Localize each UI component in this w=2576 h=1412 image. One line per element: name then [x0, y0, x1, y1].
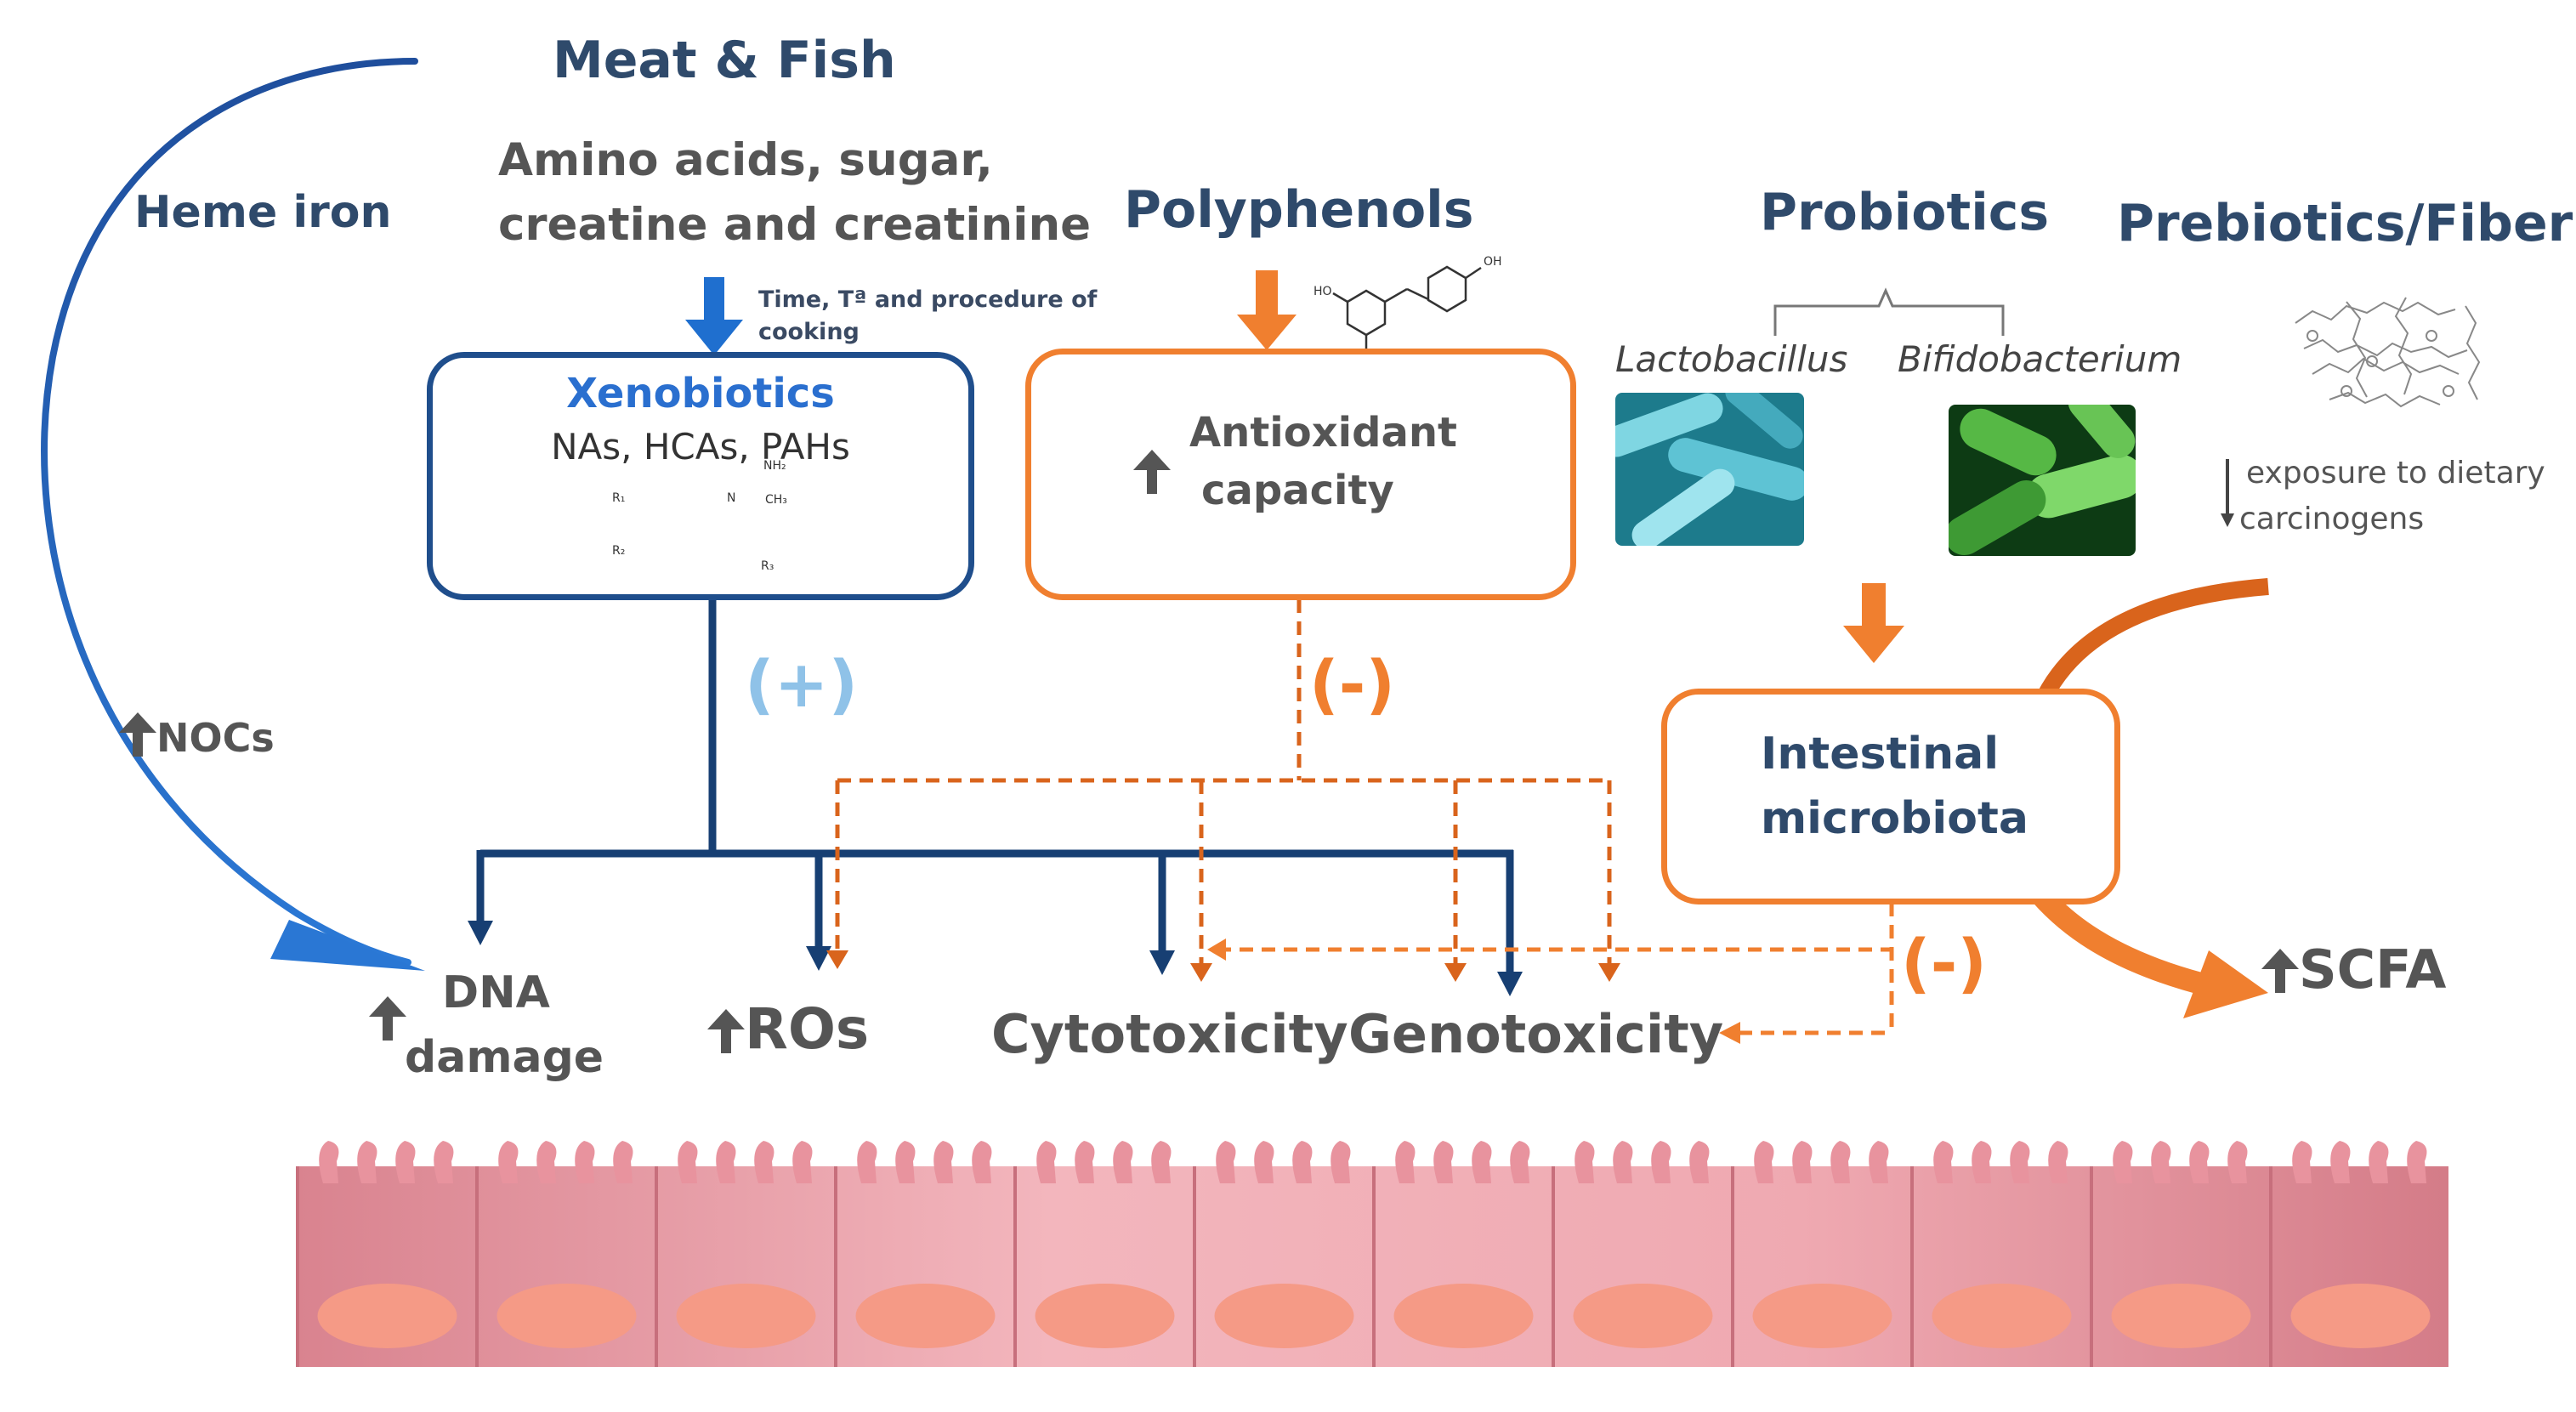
epithelial-cell: [834, 1141, 996, 1367]
epithelial-cell: [475, 1141, 637, 1367]
amino-acids-line-2: creatine and creatinine: [498, 199, 1092, 251]
microbiota-line-2: microbiota: [1761, 793, 2028, 844]
xenobiotics-arrowheads: [468, 921, 1523, 996]
epithelial-cell: [296, 1141, 457, 1367]
epithelial-cell: [1193, 1141, 1354, 1367]
chem-label-oh: OH: [1484, 255, 1502, 269]
microbiota-effect-lines: [1217, 903, 1894, 1035]
cooking-note-line-1: Time, Tª and procedure of: [758, 286, 1098, 313]
genotoxicity-label: Genotoxicity: [1348, 1003, 1724, 1065]
ros-label: ROs: [707, 996, 869, 1062]
probiotics-brace: [1773, 287, 2005, 336]
chem-label-nh2: NH₂: [763, 459, 786, 473]
epithelial-cell: [1910, 1141, 2072, 1367]
epithelial-cell: [1731, 1141, 1892, 1367]
up-arrow-icon: [119, 712, 156, 757]
minus-sign-polyphenols: (-): [1309, 646, 1396, 722]
chem-label-n: N: [727, 491, 736, 505]
fiber-structure: [2295, 297, 2481, 408]
probiotics-title: Probiotics: [1760, 183, 2050, 242]
epithelial-cell: [2090, 1141, 2251, 1367]
lactobacillus-label: Lactobacillus: [1615, 338, 1848, 380]
exposure-note-line-2: carcinogens: [2239, 502, 2425, 536]
epithelial-cell: [1552, 1141, 1713, 1367]
antioxidant-box: Antioxidant capacity: [1025, 349, 1576, 600]
cooking-arrow: [685, 277, 743, 355]
polyphenol-structure: [1332, 265, 1482, 349]
intestinal-microbiota-box: Intestinal microbiota: [1661, 689, 2120, 904]
up-arrow-icon: [707, 1009, 745, 1053]
xenobiotics-effect-lines: [476, 599, 1514, 973]
up-arrow-icon: [2261, 949, 2299, 993]
dna-label-line-1: DNA: [442, 967, 550, 1018]
chem-label-r3: R₃: [761, 559, 775, 573]
antioxidant-effect-lines: [835, 599, 1612, 965]
prebiotics-title: Prebiotics/Fiber: [2117, 194, 2573, 253]
dna-label-line-2: damage: [405, 1032, 604, 1083]
chem-label-ch3: CH₃: [765, 493, 787, 507]
amino-acids-line-1: Amino acids, sugar,: [498, 134, 993, 186]
bifidobacterium-label: Bifidobacterium: [1898, 338, 2182, 380]
nocs-label: NOCs: [119, 712, 275, 761]
polyphenols-arrow: [1237, 270, 1297, 350]
heme-iron-arc-arrow: [41, 58, 425, 971]
chem-label-ho: HO: [1314, 285, 1332, 298]
epithelial-cell: [655, 1141, 816, 1367]
minus-sign-microbiota: (-): [1901, 925, 1988, 1001]
plus-sign: (+): [745, 646, 859, 722]
intestinal-epithelium: [296, 1141, 2448, 1367]
chem-label-r2: R₂: [612, 544, 626, 558]
meat-fish-title: Meat & Fish: [553, 31, 896, 90]
antioxidant-line-2: capacity: [1201, 467, 1394, 514]
heme-iron-label: Heme iron: [134, 187, 392, 238]
exposure-down-arrow: [2221, 459, 2234, 527]
epithelial-cell: [1013, 1141, 1175, 1367]
antioxidant-arrowheads: [826, 950, 1620, 982]
prebiotics-curve-arrow: [2032, 578, 2269, 710]
epithelial-cell: [1372, 1141, 1534, 1367]
cytotoxicity-label: Cytotoxicity: [991, 1003, 1348, 1065]
scfa-label: SCFA: [2261, 938, 2446, 1001]
microbiota-arrowheads: [1207, 938, 1740, 1044]
lactobacillus-image: [1615, 393, 1804, 546]
exposure-note-line-1: exposure to dietary: [2246, 456, 2545, 491]
microbiota-line-1: Intestinal: [1761, 729, 2000, 780]
epithelial-cell: [2269, 1141, 2431, 1367]
up-arrow-icon: [369, 996, 406, 1041]
cooking-note-line-2: cooking: [758, 319, 860, 345]
up-arrow-icon: [1133, 450, 1171, 494]
xenobiotics-title: Xenobiotics: [566, 370, 835, 417]
probiotics-arrow: [1843, 583, 1904, 663]
xenobiotics-subtitle: NAs, HCAs, PAHs: [551, 426, 850, 468]
xenobiotics-box: Xenobiotics NAs, HCAs, PAHs: [427, 352, 974, 600]
antioxidant-line-1: Antioxidant: [1189, 409, 1457, 456]
chem-label-r1: R₁: [612, 491, 626, 505]
polyphenols-title: Polyphenols: [1124, 180, 1474, 240]
bifidobacterium-image: [1949, 405, 2136, 556]
